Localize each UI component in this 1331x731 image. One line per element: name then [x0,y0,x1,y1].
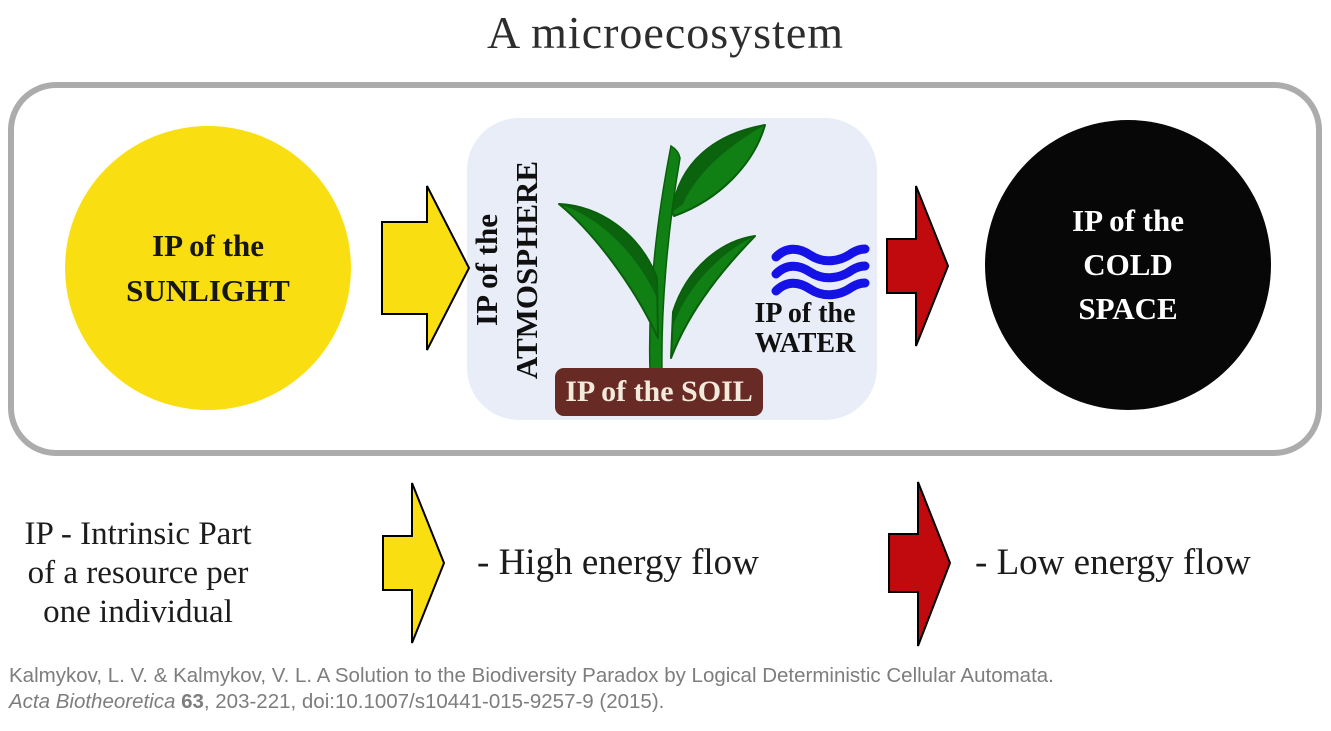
citation: Kalmykov, L. V. & Kalmykov, V. L. A Solu… [9,663,1054,715]
citation-pages-doi: , 203-221, doi:10.1007/s10441-015-9257-9… [203,690,665,713]
citation-volume: 63 [181,690,204,713]
legend-high-energy-label: - High energy flow [477,542,759,583]
water-label: IP of the WATER [725,299,885,359]
high-energy-flow-arrow-icon [381,185,471,351]
sunlight-label-line1: IP of the [152,228,264,263]
legend-high-energy-arrow-icon [382,482,446,644]
ip-definition-line2: of a resource per [27,555,249,591]
cold-space-label-line3: SPACE [1078,291,1178,326]
ecosystem-panel: IP of the ATMOSPHERE IP of the WATER [467,118,877,420]
plant-icon [558,124,766,372]
water-waves-icon [771,244,870,300]
atmosphere-label-line1: IP of the [469,214,504,326]
legend-low-energy-arrow-icon [888,481,952,647]
cold-space-label-line1: IP of the [1072,203,1184,238]
citation-line2: Acta Biotheoretica 63, 203-221, doi:10.1… [9,689,1054,715]
ip-definition-line1: IP - Intrinsic Part [24,516,252,552]
water-label-line1: IP of the [754,298,856,329]
cold-space-circle: IP of the COLD SPACE [985,120,1271,410]
page-title: A microecosystem [486,7,845,58]
soil-label-text: IP of the SOIL [565,375,753,408]
soil-label: IP of the SOIL [555,368,763,416]
low-energy-flow-arrow-icon [886,185,950,347]
ip-definition: IP - Intrinsic Part of a resource per on… [2,515,274,632]
sunlight-label-line2: SUNLIGHT [126,273,290,308]
ip-definition-line3: one individual [43,594,233,630]
citation-line1: Kalmykov, L. V. & Kalmykov, V. L. A Solu… [9,664,1054,687]
cold-space-label-line2: COLD [1083,247,1173,282]
water-label-line2: WATER [754,328,856,359]
sunlight-circle: IP of the SUNLIGHT [65,126,351,410]
citation-journal: Acta Biotheoretica [9,690,176,713]
legend-low-energy-label: - Low energy flow [975,542,1251,583]
